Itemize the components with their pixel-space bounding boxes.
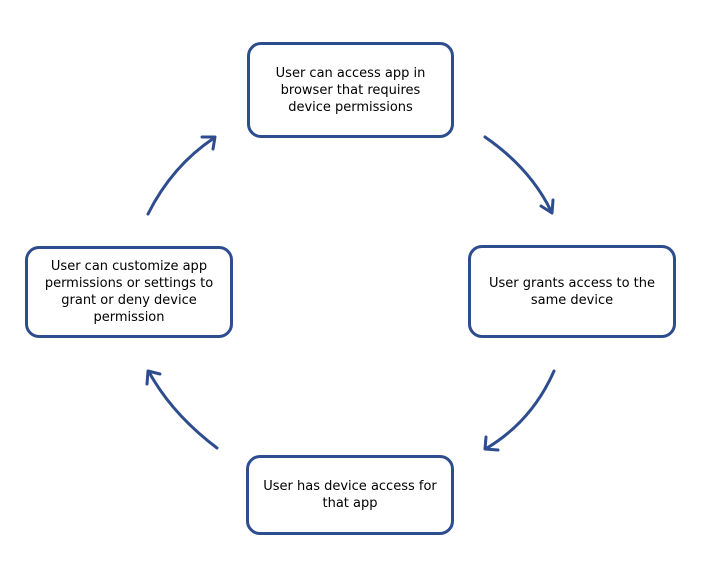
arrow-top-to-right (483, 135, 553, 213)
arrow-left-to-top-head (200, 135, 217, 151)
node-grant-access-label: User grants access to the same device (488, 275, 656, 308)
arrow-right-to-bottom (485, 369, 556, 450)
arrow-bottom-to-left (147, 370, 219, 450)
node-device-access-label: User has device access for that app (263, 479, 437, 511)
arrow-right-to-bottom-head (483, 435, 500, 452)
arrow-left-to-top (146, 136, 216, 216)
node-grant-access: User grants access to the same device (468, 245, 676, 338)
arrow-bottom-to-left-head (145, 369, 162, 386)
arrow-top-to-right-head (539, 198, 555, 215)
node-customize-permissions-label: User can customize app permissions or se… (44, 259, 214, 325)
node-device-access: User has device access for that app (246, 455, 454, 535)
node-customize-permissions: User can customize app permissions or se… (25, 246, 233, 338)
node-access-app-label: User can access app in browser that requ… (275, 65, 426, 115)
node-access-app: User can access app in browser that requ… (247, 42, 454, 138)
